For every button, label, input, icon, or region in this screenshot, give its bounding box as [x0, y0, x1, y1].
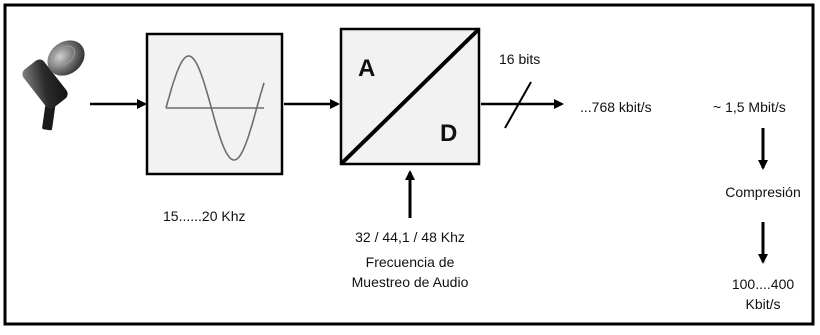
diagram-frame [3, 3, 815, 326]
converter-letter-analog: A [358, 55, 376, 82]
analog-band-label: 15......20 Khz [163, 208, 246, 224]
sampling-caption-line2: Muestreo de Audio [351, 274, 469, 290]
converter-letter-digital: D [440, 120, 458, 147]
compression-label: Compresión [725, 184, 801, 200]
bitrate-stereo-label: ~ 1,5 Mbit/s [713, 99, 786, 115]
bitrate-mono-label: ...768 kbit/s [580, 99, 652, 115]
sample-rates-label: 32 / 44,1 / 48 Khz [355, 229, 465, 245]
compressed-rate-line2: Kbit/s [745, 296, 781, 312]
ad-converter-diagonal [339, 27, 481, 166]
sampling-caption-line1: Frecuencia de [365, 254, 455, 270]
bit-depth-label: 16 bits [499, 51, 541, 67]
microphone-icon [22, 40, 85, 131]
bus-width-slash [504, 81, 532, 129]
analog-signal-box [145, 32, 284, 176]
sine-wave-icon [165, 55, 265, 161]
compressed-rate-line1: 100....400 [731, 276, 795, 292]
